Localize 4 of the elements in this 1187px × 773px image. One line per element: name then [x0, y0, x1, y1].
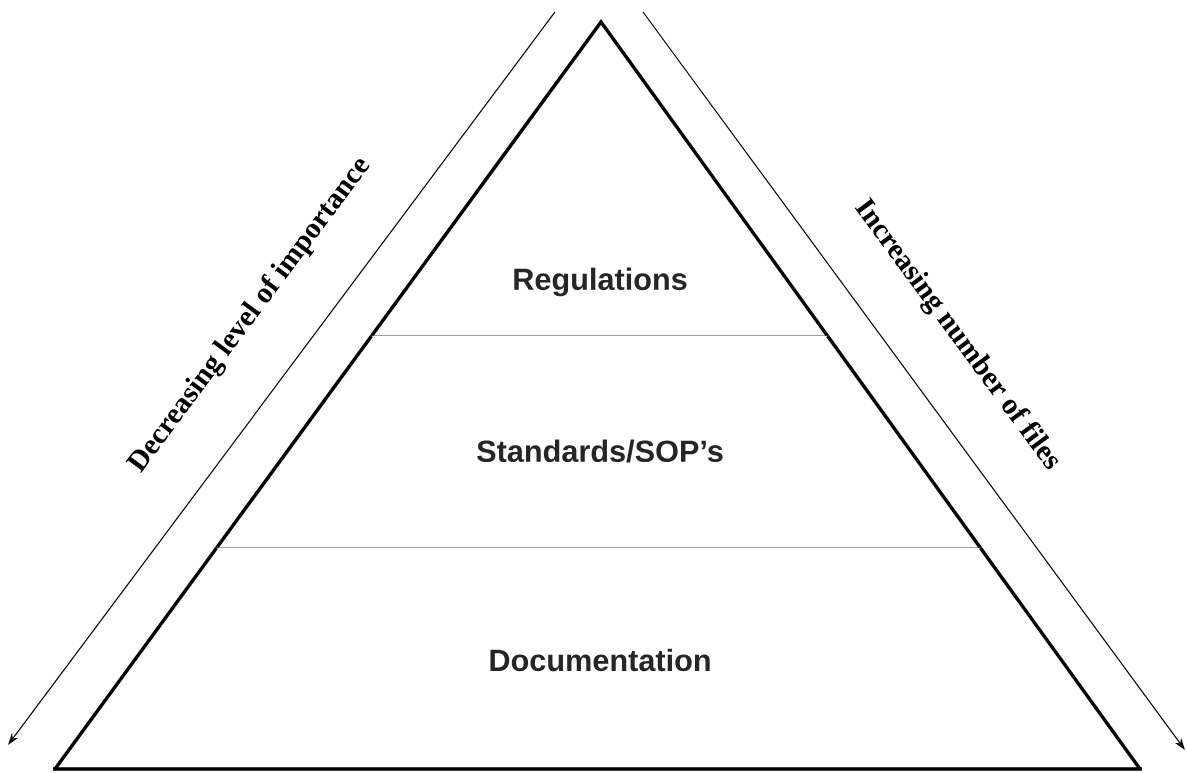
node-label: Standards/SOP’s: [477, 439, 723, 463]
pyramid-level: Regulations: [370, 19, 829, 337]
node-label: Documentation: [490, 648, 710, 672]
pyramid-level: Documentation: [53, 546, 1142, 771]
